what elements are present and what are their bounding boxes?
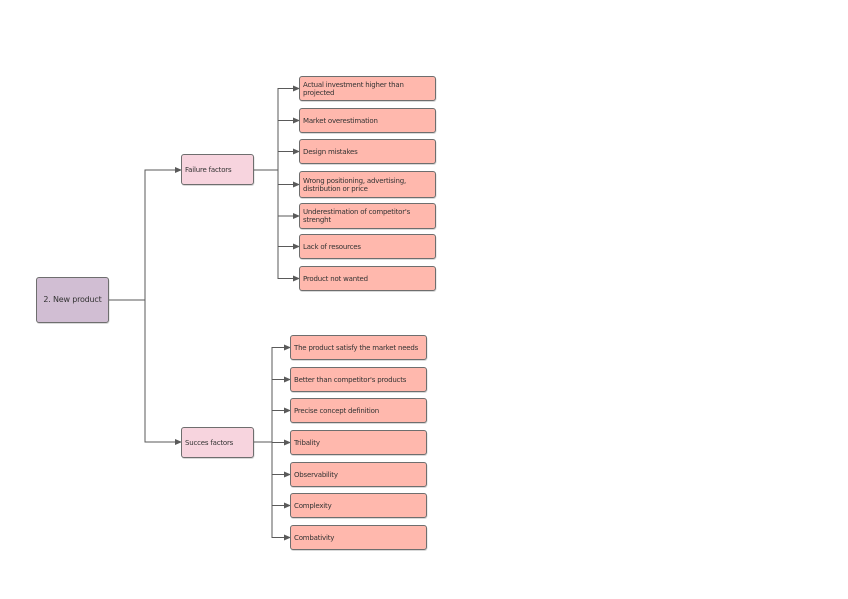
leaf-label: Underestimation of competitor's strenght — [303, 208, 411, 224]
leaf-label: Tribality — [294, 438, 320, 447]
leaf-connector — [271, 442, 291, 509]
leaf-node[interactable]: Wrong positioning, advertising, distribu… — [299, 171, 436, 198]
leaf-label: Precise concept definition — [294, 406, 379, 415]
branch-succes-factors[interactable]: Succes factors — [181, 427, 254, 458]
leaf-node[interactable]: Underestimation of competitor's strenght — [299, 203, 436, 229]
leaf-connector — [271, 344, 291, 442]
root-node[interactable]: 2. New product — [36, 277, 109, 323]
branch-failure-factors[interactable]: Failure factors — [181, 154, 254, 185]
leaf-node[interactable]: Market overestimation — [299, 108, 436, 133]
leaf-connector — [277, 170, 300, 282]
leaf-node[interactable]: Tribality — [290, 430, 427, 455]
leaf-connector — [277, 148, 300, 170]
leaf-node[interactable]: Combativity — [290, 525, 427, 550]
leaf-node[interactable]: Observability — [290, 462, 427, 487]
leaf-connector — [271, 407, 291, 442]
leaf-connector — [277, 170, 300, 188]
leaf-node[interactable]: Product not wanted — [299, 266, 436, 291]
leaf-node[interactable]: Actual investment higher than projected — [299, 76, 436, 101]
leaf-node[interactable]: Precise concept definition — [290, 398, 427, 423]
branch-label: Succes factors — [185, 438, 234, 447]
leaf-connector — [277, 85, 300, 170]
leaf-connector — [271, 442, 291, 478]
leaf-connector — [271, 442, 291, 541]
leaf-label: Better than competitor's products — [294, 375, 407, 384]
leaf-label: Design mistakes — [303, 147, 358, 156]
branch-connector — [144, 300, 182, 445]
leaf-label: Lack of resources — [303, 242, 361, 251]
leaf-node[interactable]: The product satisfy the market needs — [290, 335, 427, 360]
leaf-label: Market overestimation — [303, 116, 378, 125]
leaf-label: Wrong positioning, advertising, distribu… — [303, 176, 406, 193]
leaf-label: Complexity — [294, 501, 332, 510]
leaf-label: Actual investment higher than projected — [303, 80, 404, 97]
branch-label: Failure factors — [185, 165, 232, 174]
root-label: 2. New product — [43, 295, 102, 304]
leaf-connector — [277, 170, 300, 219]
leaf-label: The product satisfy the market needs — [294, 343, 419, 352]
leaf-connector — [277, 170, 300, 250]
leaf-connector — [271, 439, 291, 446]
leaf-label: Observability — [294, 470, 338, 479]
leaf-label: Product not wanted — [303, 274, 368, 283]
leaf-node[interactable]: Design mistakes — [299, 139, 436, 164]
leaf-label: Combativity — [294, 533, 335, 542]
branch-connector — [144, 167, 182, 300]
leaf-connector — [277, 117, 300, 170]
leaf-node[interactable]: Lack of resources — [299, 234, 436, 259]
leaf-node[interactable]: Better than competitor's products — [290, 367, 427, 392]
leaf-node[interactable]: Complexity — [290, 493, 427, 518]
